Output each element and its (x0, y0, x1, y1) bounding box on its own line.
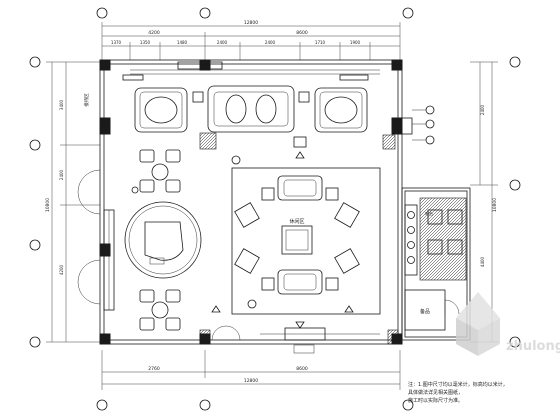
bar-label: 吧台 (425, 210, 433, 216)
top-total-dim: 12800 (244, 20, 258, 26)
watermark-text: zhulong.com (506, 339, 560, 354)
axis-bubble (509, 56, 521, 68)
note-line-2: 具体做法详见相关图纸， (408, 389, 463, 396)
axis-bubble (29, 336, 41, 348)
outer-walls (99, 59, 403, 345)
top-sub-1: 1370 (111, 40, 122, 45)
top-sub-2: 1350 (140, 40, 151, 45)
callout-tag (425, 135, 435, 145)
bottom-seg-1: 2760 (148, 366, 160, 372)
right-seg-3: 4400 (480, 256, 485, 267)
left-seg-2: 2400 (59, 169, 64, 180)
bottom-seg-2: 8600 (296, 366, 308, 372)
callout-tag (425, 105, 435, 115)
callout-tag (131, 186, 139, 194)
notes: 注：1.图中尺寸均以毫米计，标高均以米计， 具体做法详见相关图纸， 施工时以实际… (408, 381, 508, 404)
axis-bubble (199, 399, 211, 411)
central-area-label: 休闲区 (289, 218, 304, 225)
axis-bubble (402, 399, 414, 411)
callout-tags (131, 105, 435, 329)
top-sub-3: 1480 (177, 40, 188, 45)
bottom-dimensions: 2760 8600 12800 (96, 350, 414, 411)
top-sub-6: 1710 (315, 40, 326, 45)
left-area-label: 接待区 (83, 93, 90, 107)
callout-tag (425, 119, 435, 129)
note-line-1: 注：1.图中尺寸均以毫米计，标高均以米计， (408, 381, 508, 388)
axis-bubble (29, 139, 41, 151)
central-lounge: 休闲区 (231, 167, 381, 315)
left-seg-3: 4200 (59, 264, 64, 275)
top-seg-1: 4200 (148, 30, 160, 36)
top-seg-2: 8600 (296, 30, 308, 36)
piano-platform (124, 201, 202, 279)
right-dimensions: 2400 10800 4400 (470, 56, 521, 348)
bar-annex: 备品 吧台 (391, 117, 471, 341)
watermark: zhulong.com (456, 292, 560, 356)
small-room-label: 备品 (420, 308, 430, 315)
axis-bubble (29, 239, 41, 251)
right-seg-1: 2400 (480, 104, 485, 115)
axis-bubble (402, 7, 414, 19)
axis-bubble (199, 7, 211, 19)
top-sub-5: 2400 (265, 40, 276, 45)
callout-tag (231, 155, 241, 165)
axis-bubble (509, 179, 521, 191)
left-dimensions: 10800 3400 2400 4200 (29, 56, 100, 348)
top-sofa-group (122, 61, 396, 150)
axis-bubble (29, 56, 41, 68)
left-wall-details: 接待区 (77, 93, 115, 311)
top-dimensions: 12800 4200 8600 1370 1350 1480 2400 2400… (96, 7, 414, 60)
callout-tag (247, 299, 257, 309)
right-seg-2: 10800 (492, 198, 498, 212)
note-line-3: 施工时以实际尺寸为准。 (408, 397, 463, 404)
left-seg-1: 3400 (59, 99, 64, 110)
axis-bubble (96, 7, 108, 19)
left-total-dim: 10800 (45, 198, 51, 212)
axis-bubble (96, 399, 108, 411)
axis-bubble (509, 336, 521, 348)
bottom-total-dim: 12800 (244, 378, 258, 384)
bottom-doors (199, 325, 399, 354)
left-dining-sets (139, 149, 181, 331)
top-sub-7: 1900 (350, 40, 361, 45)
top-sub-4: 2400 (217, 40, 228, 45)
